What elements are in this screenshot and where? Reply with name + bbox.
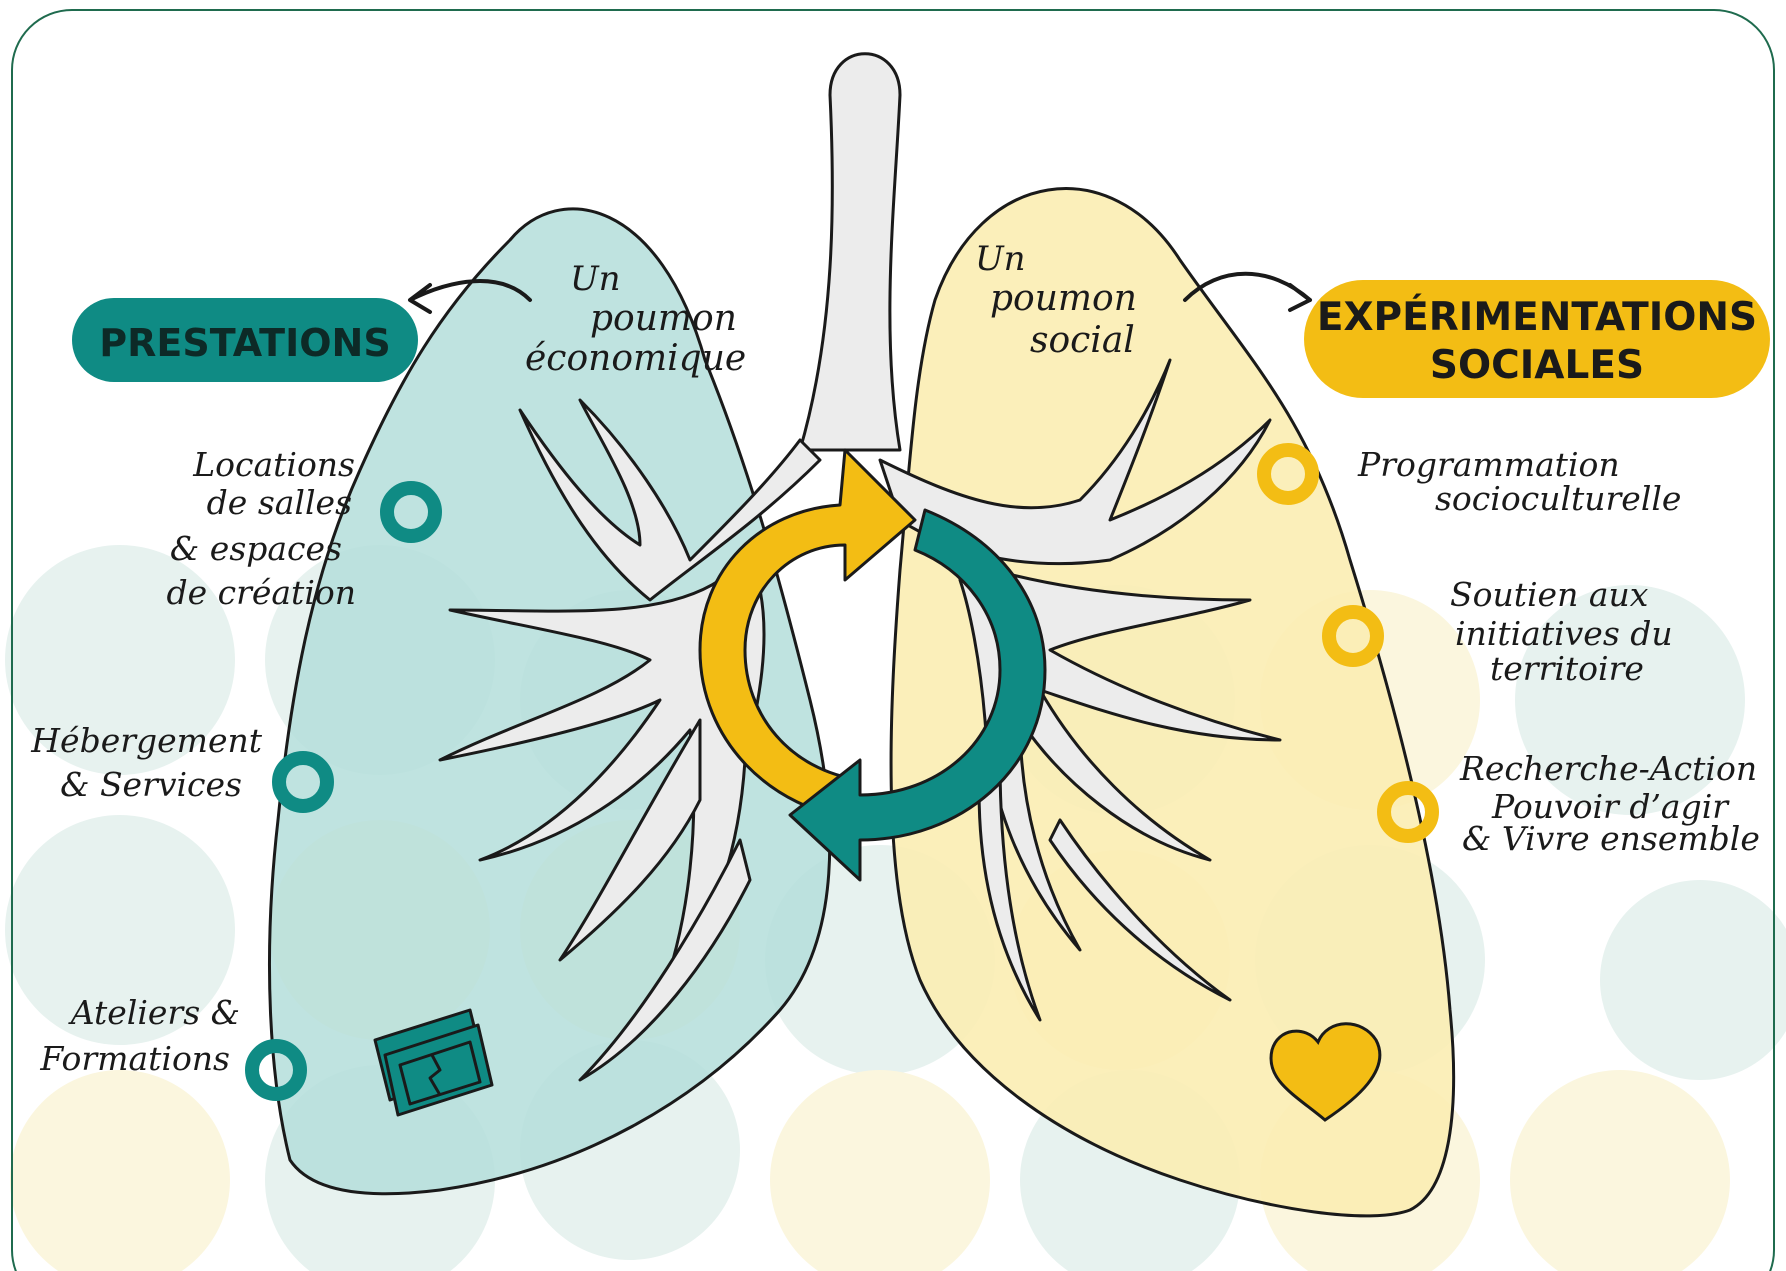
prestations-badge: PRESTATIONS bbox=[72, 298, 418, 382]
svg-text:territoire: territoire bbox=[1490, 649, 1644, 688]
svg-text:poumon: poumon bbox=[590, 298, 737, 339]
svg-text:Hébergement: Hébergement bbox=[30, 721, 262, 760]
svg-text:social: social bbox=[1030, 320, 1135, 361]
svg-text:Un: Un bbox=[975, 239, 1026, 279]
svg-text:Formations: Formations bbox=[39, 1039, 230, 1078]
svg-text:de création: de création bbox=[166, 573, 356, 612]
svg-text:& Services: & Services bbox=[60, 765, 242, 804]
svg-text:économique: économique bbox=[525, 338, 746, 379]
svg-text:initiatives du: initiatives du bbox=[1455, 614, 1673, 653]
svg-text:& espaces: & espaces bbox=[170, 529, 342, 568]
svg-text:de salles: de salles bbox=[207, 483, 352, 522]
svg-text:Locations: Locations bbox=[192, 445, 355, 484]
svg-text:Un: Un bbox=[570, 259, 621, 299]
svg-text:poumon: poumon bbox=[990, 278, 1137, 319]
experimentations-badge: EXPÉRIMENTATIONS SOCIALES bbox=[1304, 280, 1770, 398]
svg-text:SOCIALES: SOCIALES bbox=[1430, 343, 1644, 388]
svg-text:& Vivre ensemble: & Vivre ensemble bbox=[1462, 819, 1760, 858]
svg-text:Soutien aux: Soutien aux bbox=[1450, 575, 1649, 614]
svg-text:socioculturelle: socioculturelle bbox=[1435, 479, 1681, 518]
svg-text:EXPÉRIMENTATIONS: EXPÉRIMENTATIONS bbox=[1317, 293, 1757, 340]
svg-text:PRESTATIONS: PRESTATIONS bbox=[99, 321, 390, 365]
svg-text:Ateliers &: Ateliers & bbox=[68, 993, 240, 1032]
svg-text:Recherche-Action: Recherche-Action bbox=[1459, 749, 1757, 788]
